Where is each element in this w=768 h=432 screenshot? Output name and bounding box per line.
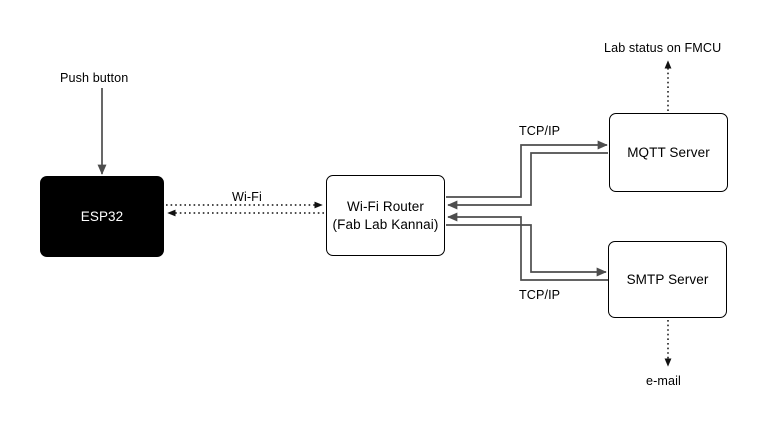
node-wifi-router-label: Wi-Fi Router (Fab Lab Kannai) [332, 199, 439, 232]
node-mqtt-server[interactable]: MQTT Server [609, 113, 728, 192]
node-wifi-router[interactable]: Wi-Fi Router (Fab Lab Kannai) [326, 175, 445, 256]
connector-smtp-to-router [447, 212, 608, 281]
node-smtp-server[interactable]: SMTP Server [608, 241, 727, 318]
node-esp32-label: ESP32 [80, 208, 124, 224]
label-lab-status-on-fmcu: Lab status on FMCU [604, 41, 722, 55]
label-email: e-mail [646, 374, 681, 388]
connector-router-to-smtp [446, 224, 607, 277]
node-smtp-server-label: SMTP Server [626, 271, 709, 287]
label-wifi: Wi-Fi [232, 190, 262, 204]
label-tcpip-mqtt: TCP/IP [519, 124, 561, 138]
label-push-button: Push button [60, 71, 129, 85]
connector-mqtt-to-router [447, 152, 608, 210]
label-tcpip-smtp: TCP/IP [519, 288, 561, 302]
node-mqtt-server-label: MQTT Server [627, 144, 710, 160]
node-esp32[interactable]: ESP32 [40, 176, 164, 257]
connector-router-to-mqtt [446, 140, 608, 198]
